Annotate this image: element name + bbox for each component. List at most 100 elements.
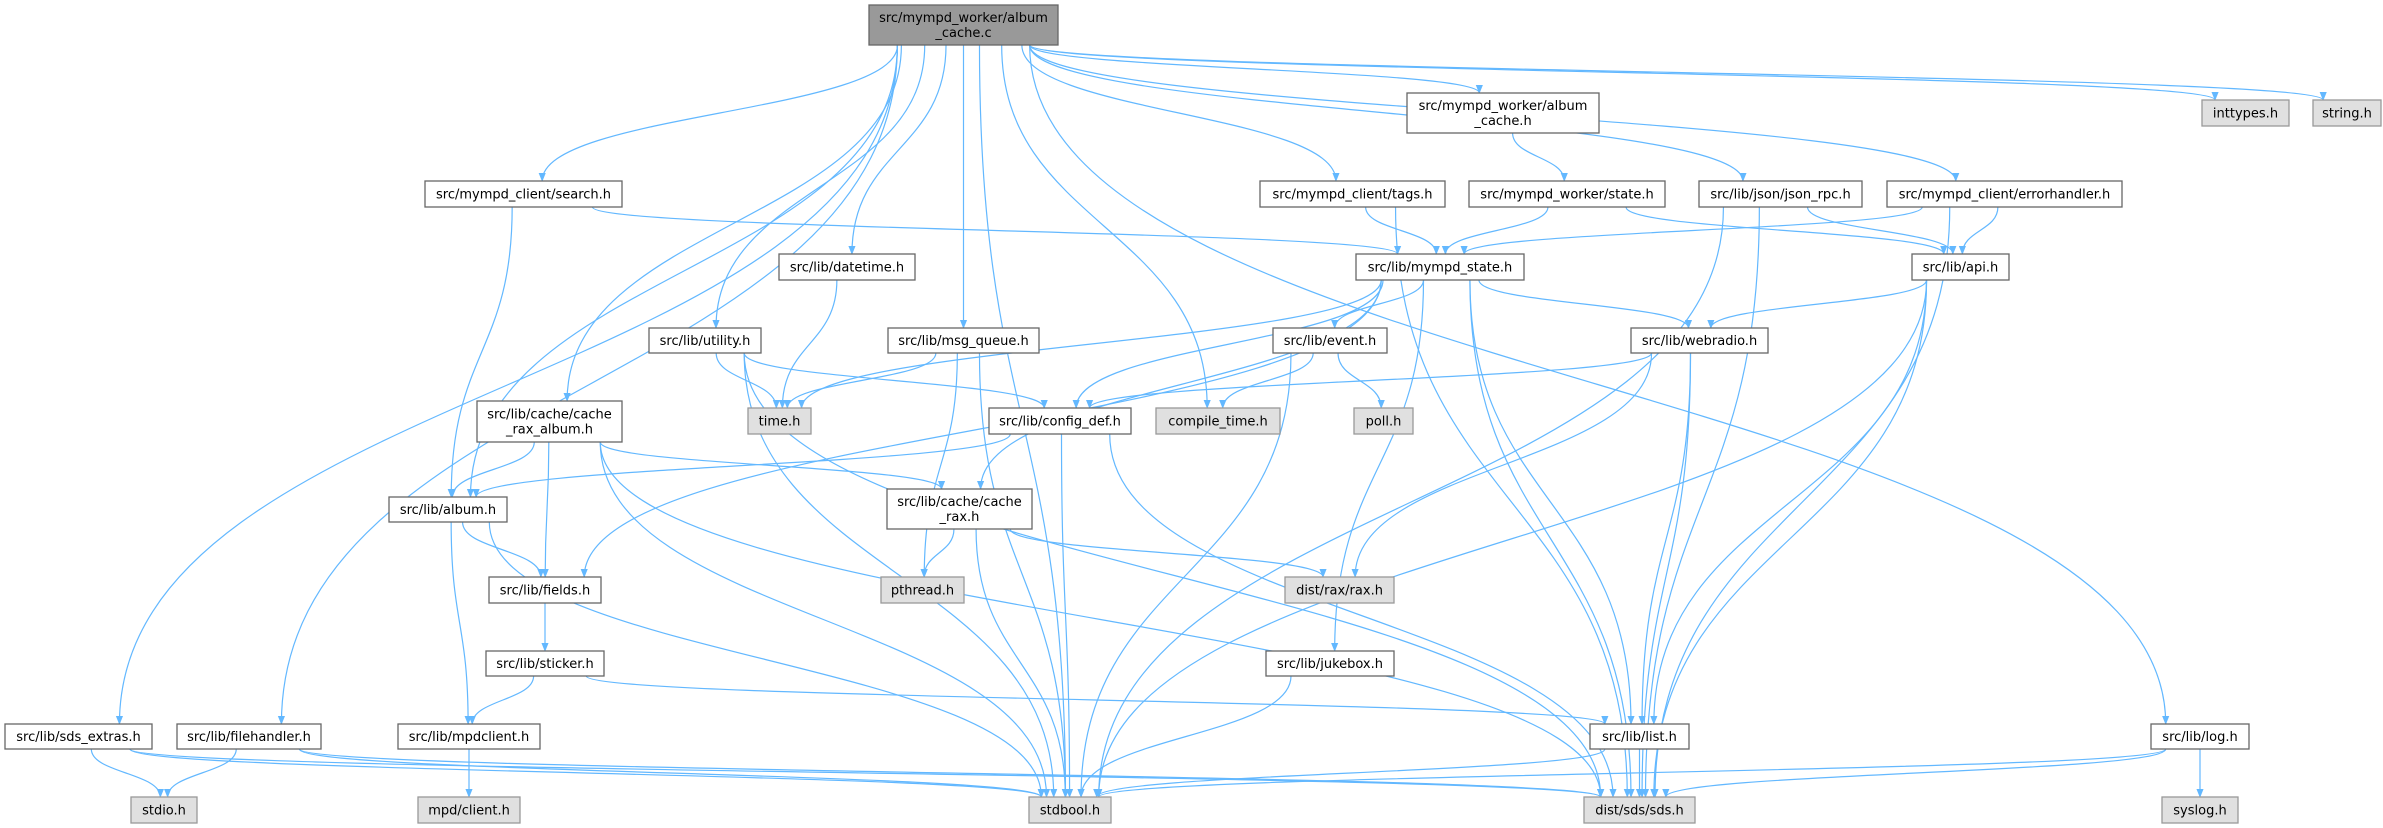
node-label: src/lib/mpdclient.h [409, 730, 529, 745]
edge-errh-to-mstate [1460, 206, 1923, 255]
node-pthread[interactable]: pthread.h [880, 576, 965, 604]
node-stdbool[interactable]: stdbool.h [1028, 796, 1112, 824]
edge-list-to-stdbool [1093, 748, 1606, 798]
node-box [1698, 180, 1863, 208]
node-label: stdio.h [142, 804, 186, 819]
edge-webradio-to-config [1086, 352, 1653, 409]
edge-config-to-album [472, 433, 1011, 498]
edge-cra-to-fields [541, 441, 550, 578]
edge-cra-to-stdbool [599, 441, 1051, 798]
edge-tags-to-mstate [1365, 206, 1440, 255]
node-jsonrpc[interactable]: src/lib/json/json_rpc.h [1698, 180, 1863, 208]
edge-main-to-jsonrpc [1029, 44, 1747, 182]
edge-log-to-sds [1662, 748, 2167, 798]
node-label: src/mympd_worker/album [879, 11, 1048, 26]
node-box [2312, 99, 2382, 127]
node-wstate[interactable]: src/mympd_worker/state.h [1468, 180, 1666, 208]
edge-mstate-to-event [1331, 279, 1425, 329]
node-utility[interactable]: src/lib/utility.h [648, 327, 762, 354]
node-label: compile_time.h [1168, 415, 1267, 430]
node-mpdc[interactable]: src/lib/mpdclient.h [397, 723, 541, 750]
node-box [1353, 407, 1414, 435]
node-album[interactable]: src/lib/album.h [388, 496, 508, 523]
node-crax[interactable]: src/lib/cache/cache_rax.h [886, 488, 1033, 530]
node-time[interactable]: time.h [747, 407, 812, 435]
node-album_cache_h[interactable]: src/mympd_worker/album_cache.h [1406, 92, 1600, 134]
node-label: src/mympd_client/errorhandler.h [1899, 188, 2111, 203]
node-datetime[interactable]: src/lib/datetime.h [778, 253, 916, 281]
node-jukebox[interactable]: src/lib/jukebox.h [1265, 650, 1395, 677]
node-box [1886, 180, 2123, 208]
node-poll[interactable]: poll.h [1353, 407, 1414, 435]
node-fields[interactable]: src/lib/fields.h [488, 576, 602, 604]
node-box [388, 496, 508, 523]
edge-main-to-sdsx [115, 44, 898, 725]
node-label: src/lib/album.h [400, 503, 496, 518]
node-api[interactable]: src/lib/api.h [1911, 253, 2010, 281]
edge-datetime-to-time [778, 279, 838, 409]
node-mstate[interactable]: src/lib/mympd_state.h [1355, 253, 1525, 281]
edge-fileh-to-stdbool [298, 748, 1045, 798]
node-syslog[interactable]: syslog.h [2161, 796, 2239, 824]
edge-mstate-to-crax [977, 279, 1382, 490]
node-event[interactable]: src/lib/event.h [1272, 327, 1388, 354]
node-search[interactable]: src/mympd_client/search.h [424, 180, 623, 208]
node-box [1583, 796, 1696, 824]
node-box [868, 4, 1059, 46]
edge-mstate-to-config [1072, 279, 1384, 409]
node-main[interactable]: src/mympd_worker/album_cache.c [868, 4, 1059, 46]
node-log[interactable]: src/lib/log.h [2150, 723, 2250, 750]
node-label: src/lib/jukebox.h [1277, 657, 1383, 672]
node-label: _cache.h [1473, 114, 1531, 129]
edge-webradio-to-sds [1638, 352, 1692, 798]
node-rax[interactable]: dist/rax/rax.h [1284, 576, 1395, 604]
node-label: src/mympd_worker/album [1419, 99, 1588, 114]
edge-fileh-to-sds [298, 748, 1604, 798]
node-stdio[interactable]: stdio.h [130, 796, 198, 824]
node-box [476, 400, 623, 443]
node-webradio[interactable]: src/lib/webradio.h [1630, 327, 1769, 354]
node-label: src/lib/event.h [1284, 334, 1377, 349]
edge-main-to-compile [1001, 44, 1211, 409]
node-fileh[interactable]: src/lib/filehandler.h [176, 723, 322, 750]
node-cra[interactable]: src/lib/cache/cache_rax_album.h [476, 400, 623, 443]
node-tags[interactable]: src/mympd_client/tags.h [1259, 180, 1446, 208]
edge-search-to-mstate [591, 206, 1401, 255]
node-mpdclient_ext[interactable]: mpd/client.h [417, 796, 521, 824]
node-box [1155, 407, 1281, 435]
node-label: src/lib/api.h [1923, 261, 1998, 276]
edge-config-to-sds [1109, 433, 1617, 798]
edge-main-to-tags [1021, 44, 1340, 182]
node-box [4, 723, 153, 750]
node-msgq[interactable]: src/lib/msg_queue.h [887, 327, 1040, 354]
edge-main-to-inttypes [1029, 44, 2219, 101]
node-sdsx[interactable]: src/lib/sds_extras.h [4, 723, 153, 750]
edge-cra-to-sds [599, 441, 1605, 798]
edge-crax-to-stdbool [975, 528, 1069, 798]
node-box [1355, 253, 1525, 281]
node-box [1272, 327, 1388, 354]
node-errh[interactable]: src/mympd_client/errorhandler.h [1886, 180, 2123, 208]
edge-wstate-to-api [1625, 206, 1948, 255]
node-sds[interactable]: dist/sds/sds.h [1583, 796, 1696, 824]
node-label: stdbool.h [1040, 804, 1100, 819]
node-label: time.h [759, 415, 801, 430]
node-list[interactable]: src/lib/list.h [1589, 723, 1690, 750]
node-config[interactable]: src/lib/config_def.h [988, 407, 1132, 435]
node-label: src/lib/json/json_rpc.h [1710, 188, 1850, 203]
node-string[interactable]: string.h [2312, 99, 2382, 127]
node-label: src/lib/log.h [2162, 730, 2237, 745]
node-box [130, 796, 198, 824]
node-label: inttypes.h [2213, 107, 2278, 122]
node-inttypes[interactable]: inttypes.h [2201, 99, 2290, 127]
node-label: string.h [2322, 107, 2372, 122]
edge-api-to-list [1650, 279, 1928, 725]
node-box [2150, 723, 2250, 750]
edge-tags-to-sds [1394, 206, 1631, 798]
node-box [397, 723, 541, 750]
edge-log-to-stdbool [1095, 748, 2167, 798]
node-label: dist/sds/sds.h [1595, 804, 1683, 819]
node-box [417, 796, 521, 824]
node-sticker[interactable]: src/lib/sticker.h [485, 650, 605, 677]
node-compile[interactable]: compile_time.h [1155, 407, 1281, 435]
